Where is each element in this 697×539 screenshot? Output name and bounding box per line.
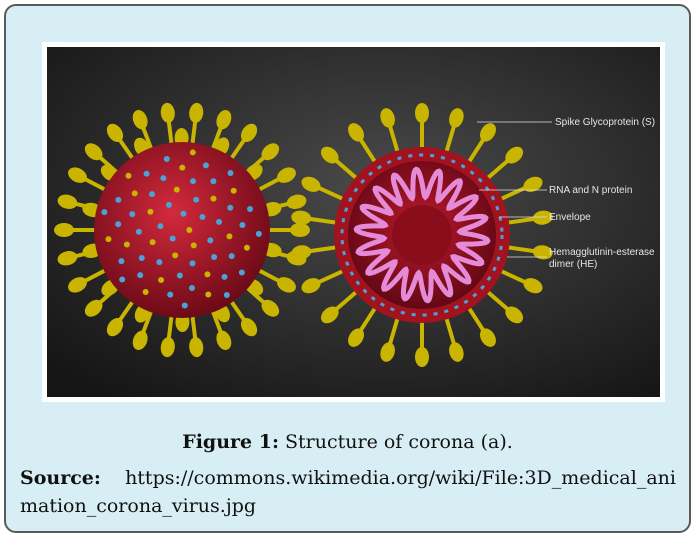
surface-protein [164, 156, 170, 162]
surface-protein [137, 272, 143, 278]
inner-core [392, 205, 452, 265]
surface-protein [174, 187, 180, 193]
surface-protein [157, 223, 163, 229]
surface-protein [150, 239, 156, 245]
surface-protein [147, 209, 153, 215]
surface-protein [136, 229, 142, 235]
caption-label: Figure 1: [182, 431, 279, 453]
surface-protein [224, 292, 230, 298]
surface-protein [205, 292, 211, 298]
spike-head [290, 223, 310, 237]
label-rna: RNA and N protein [549, 185, 632, 196]
source-url: https://commons.wikimedia.org/wiki/File:… [20, 467, 676, 517]
surface-protein [193, 197, 199, 203]
surface-protein [210, 178, 216, 184]
source-label: Source: [20, 467, 101, 489]
surface-protein [115, 221, 121, 227]
surface-protein [190, 149, 196, 155]
surface-protein [170, 236, 176, 242]
surface-protein [227, 205, 233, 211]
surface-protein [144, 171, 150, 177]
surface-protein [239, 222, 245, 228]
surface-protein [221, 274, 227, 280]
surface-protein [231, 188, 237, 194]
surface-protein [204, 271, 210, 277]
surface-protein [191, 242, 197, 248]
surface-protein [118, 258, 124, 264]
surface-protein [119, 276, 125, 282]
spike-head [54, 223, 74, 237]
surface-protein [177, 273, 183, 279]
caption-text: Structure of corona (a). [279, 431, 513, 453]
surface-protein [115, 197, 121, 203]
surface-protein [190, 178, 196, 184]
surface-protein [129, 211, 135, 217]
surface-protein [105, 236, 111, 242]
surface-protein [160, 175, 166, 181]
surface-protein [210, 196, 216, 202]
surface-protein [182, 302, 188, 308]
spike-head [415, 347, 429, 367]
surface-protein [149, 191, 155, 197]
surface-protein [256, 231, 262, 237]
surface-protein [207, 237, 213, 243]
surface-protein [216, 219, 222, 225]
surface-protein [189, 285, 195, 291]
surface-protein [156, 259, 162, 265]
figure-image-frame: Spike Glycoprotein (S) RNA and N protein… [42, 42, 665, 402]
surface-protein [179, 165, 185, 171]
spike-head [415, 103, 429, 123]
surface-protein [143, 289, 149, 295]
surface-protein [239, 270, 245, 276]
surface-protein [166, 202, 172, 208]
surface-protein [101, 209, 107, 215]
surface-protein [124, 242, 130, 248]
surface-protein [229, 253, 235, 259]
surface-protein [211, 254, 217, 260]
figure-panel: Spike Glycoprotein (S) RNA and N protein… [4, 4, 691, 533]
surface-protein [158, 277, 164, 283]
surface-protein [247, 206, 253, 212]
surface-protein [172, 252, 178, 258]
label-spike: Spike Glycoprotein (S) [555, 117, 655, 128]
surface-protein [189, 260, 195, 266]
surface-protein [199, 214, 205, 220]
surface-protein [203, 162, 209, 168]
surface-protein [167, 292, 173, 298]
label-envelope: Envelope [549, 212, 591, 223]
surface-protein [132, 190, 138, 196]
surface-protein [180, 211, 186, 217]
label-he-line1: Hemagglutinin-esterase [549, 247, 655, 258]
coronavirus-illustration: Spike Glycoprotein (S) RNA and N protein… [47, 47, 660, 397]
label-he-line2: dimer (HE) [549, 259, 597, 270]
surface-protein [125, 173, 131, 179]
surface-protein [228, 170, 234, 176]
surface-protein [226, 233, 232, 239]
surface-protein [186, 227, 192, 233]
surface-protein [139, 255, 145, 261]
figure-source: Source: https://commons.wikimedia.org/wi… [20, 464, 680, 520]
surface-protein [244, 245, 250, 251]
figure-caption: Figure 1: Structure of corona (a). [6, 431, 689, 453]
